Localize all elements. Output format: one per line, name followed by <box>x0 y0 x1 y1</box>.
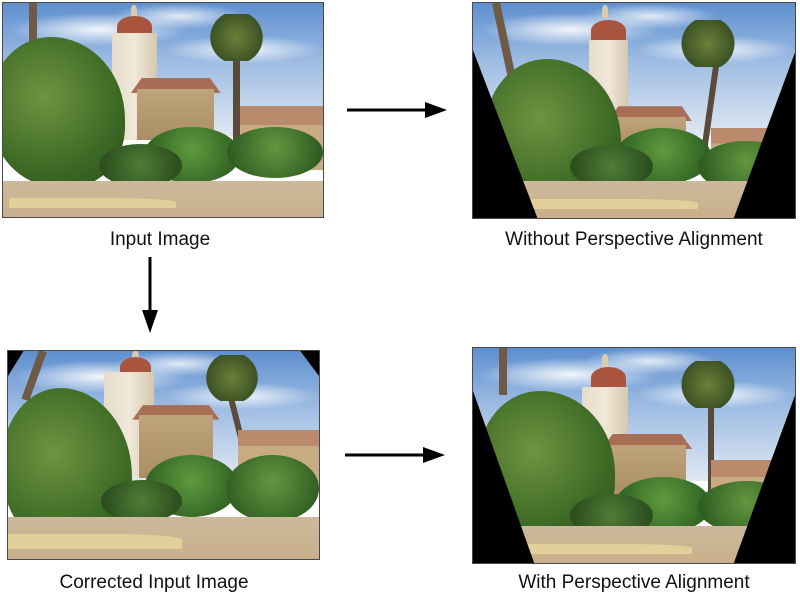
arrow-down-icon <box>142 257 158 333</box>
corrected-image-panel <box>7 350 320 560</box>
corrected-image-caption: Corrected Input Image <box>59 572 249 593</box>
arrow-right-icon <box>345 447 445 463</box>
without-alignment-photo <box>473 3 795 218</box>
with-alignment-panel <box>472 347 796 564</box>
input-image-panel <box>2 2 324 218</box>
input-image-caption: Input Image <box>109 229 211 250</box>
input-image-photo <box>3 3 323 217</box>
without-alignment-caption: Without Perspective Alignment <box>505 229 763 250</box>
with-alignment-caption: With Perspective Alignment <box>518 572 750 593</box>
corrected-image-photo <box>8 351 319 559</box>
arrow-right-icon <box>347 102 447 118</box>
with-alignment-photo <box>473 348 795 563</box>
without-alignment-panel <box>472 2 796 219</box>
